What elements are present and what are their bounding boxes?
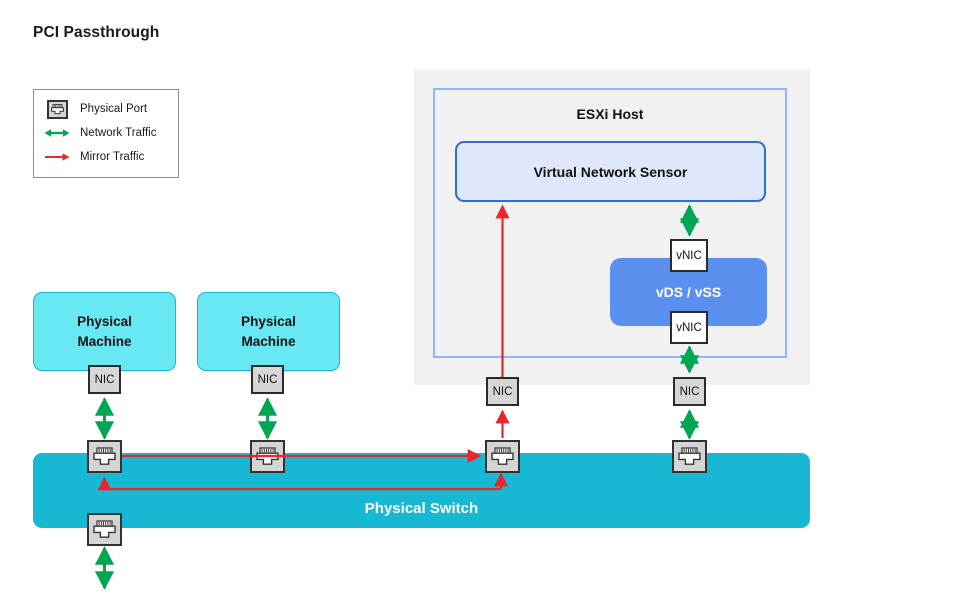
virtual-network-sensor-label: Virtual Network Sensor (533, 163, 688, 180)
physical-machine-label-line2: Machine (77, 333, 132, 349)
physical-switch-label: Physical Switch (364, 500, 479, 517)
virtual-network-sensor-box: Virtual Network Sensor (455, 141, 766, 202)
vnic-top-box: vNIC (670, 239, 708, 272)
vnic-top-label: vNIC (676, 249, 702, 262)
nic-label: NIC (679, 385, 700, 398)
rj45-port-machine-1 (87, 440, 122, 473)
physical-machine-label-line1: Physical (241, 313, 296, 329)
esxi-host-nic: NIC (673, 377, 706, 406)
double-arrow-icon (44, 127, 70, 139)
page-title: PCI Passthrough (33, 24, 160, 41)
vnic-bottom-box: vNIC (670, 311, 708, 344)
legend-item-network-traffic: Network Traffic (44, 122, 156, 144)
physical-machine-label-line1: Physical (77, 313, 132, 329)
physical-machine-1-nic: NIC (88, 365, 121, 394)
legend-label: Network Traffic (80, 127, 157, 139)
rj45-port-downlink (87, 513, 122, 546)
nic-label: NIC (94, 373, 115, 386)
esxi-host-title: ESXi Host (576, 106, 644, 122)
esxi-host-container (414, 70, 810, 385)
legend-label: Physical Port (80, 103, 148, 115)
nic-label: NIC (257, 373, 278, 386)
rj45-port-icon (44, 99, 70, 119)
mirror-nic: NIC (486, 377, 519, 406)
legend: Physical Port Network Traffic Mirror Tra… (33, 89, 179, 178)
single-arrow-icon (44, 151, 70, 163)
rj45-port-esxi-uplink (672, 440, 707, 473)
physical-machine-1: Physical Machine (33, 292, 176, 371)
physical-machine-2-nic: NIC (251, 365, 284, 394)
vds-vss-label: vDS / vSS (655, 284, 722, 300)
vnic-bottom-label: vNIC (676, 321, 702, 334)
rj45-port-machine-2 (250, 440, 285, 473)
legend-item-mirror-traffic: Mirror Traffic (44, 146, 144, 168)
legend-label: Mirror Traffic (80, 151, 145, 163)
physical-machine-label-line2: Machine (241, 333, 296, 349)
rj45-port-mirror-destination (485, 440, 520, 473)
physical-machine-2: Physical Machine (197, 292, 340, 371)
nic-label: NIC (492, 385, 513, 398)
legend-item-physical-port: Physical Port (44, 98, 147, 120)
esxi-host-inner-border (433, 88, 787, 358)
